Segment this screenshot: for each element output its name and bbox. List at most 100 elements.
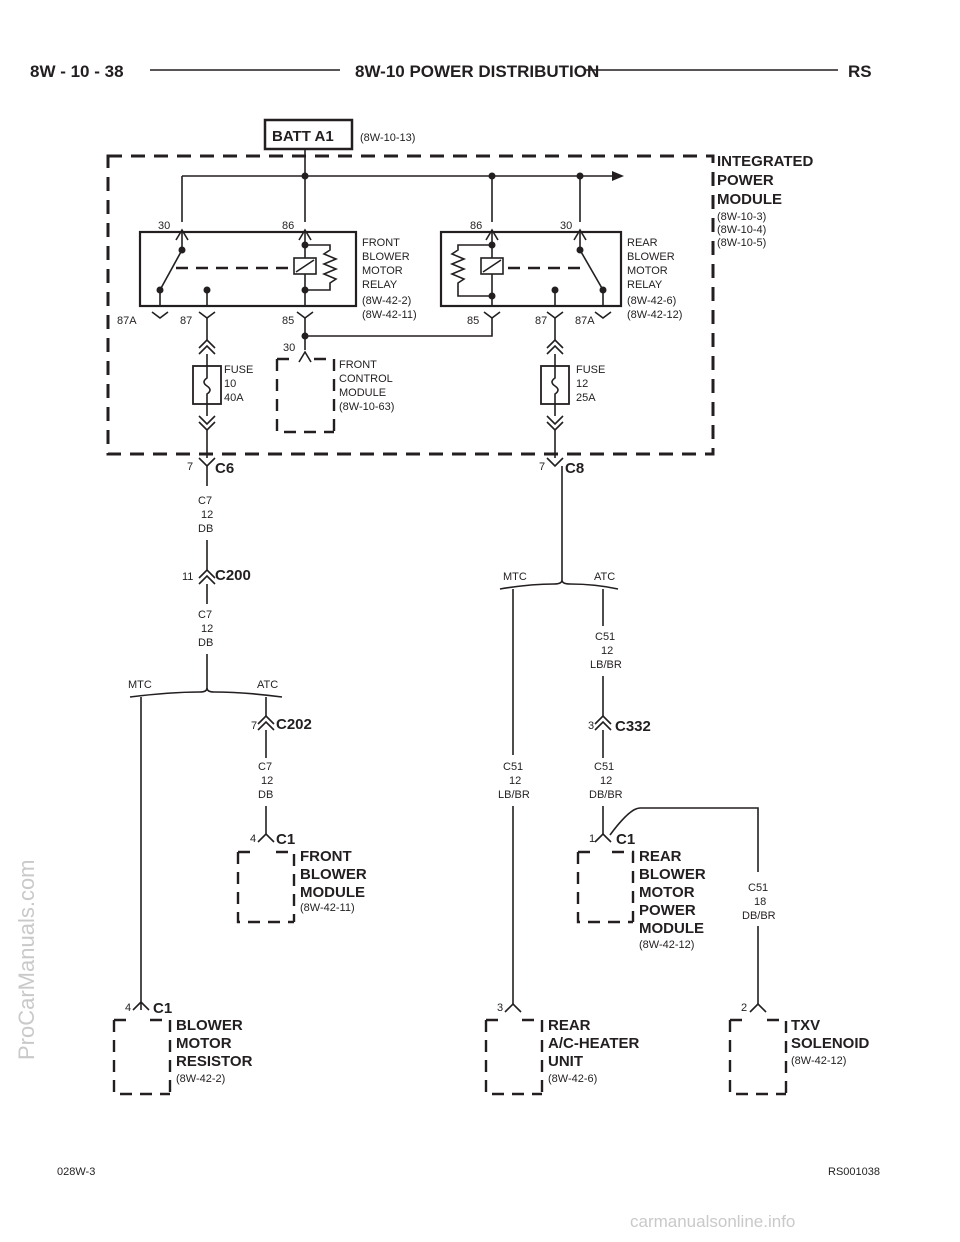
left-split-line	[129, 687, 283, 698]
fcm-label-1: FRONT	[339, 359, 377, 371]
c6-connector: C6	[215, 460, 234, 477]
front-blower-relay: 30 86 87A 87 85 FRONT BLOWER MOTOR RELAY	[117, 220, 417, 327]
wire-c51-b-gauge: 12	[509, 775, 521, 787]
txv-pin: 2	[741, 1002, 747, 1014]
page-title: 8W-10 POWER DISTRIBUTION	[355, 62, 599, 81]
bus-arrow-icon	[612, 171, 624, 181]
heater-label-1: REAR	[548, 1017, 591, 1034]
txv-label-1: TXV	[791, 1017, 820, 1034]
wire-c7-c-circuit: C7	[258, 761, 272, 773]
page-code: 8W - 10 - 38	[30, 62, 124, 81]
right-branch: 7 C8 MTC ATC C51 12 LB/BR 3 C332 C51 12 …	[498, 448, 776, 1013]
fcm-ref: (8W-10-63)	[339, 401, 394, 413]
wire-c51-a-circuit: C51	[595, 631, 615, 643]
fcm-label-2: CONTROL	[339, 373, 393, 385]
rear-relay-pin-30: 30	[560, 220, 572, 232]
ipm-title-2: POWER	[717, 172, 774, 189]
rear-module-ref: (8W-42-12)	[639, 939, 694, 951]
front-relay-label-3: MOTOR	[362, 265, 403, 277]
txv-branch-wire	[609, 807, 759, 872]
wire-c51-d-gauge: 18	[754, 896, 766, 908]
rear-relay-pin-86: 86	[470, 220, 482, 232]
page-header: 8W - 10 - 38 8W-10 POWER DISTRIBUTION RS	[30, 62, 872, 81]
c200-pin: 11	[182, 571, 193, 583]
txv-solenoid: 2 TXV SOLENOID (8W-42-12)	[728, 1002, 870, 1096]
rear-module-connector: C1	[616, 831, 635, 848]
front-relay-pin-87: 87	[180, 315, 192, 327]
front-module-pin: 4	[250, 833, 256, 845]
right-split-atc: ATC	[594, 571, 615, 583]
front-relay-pin-87a: 87A	[117, 315, 137, 327]
rear-relay-pin-87: 87	[535, 315, 547, 327]
wire-c7-b-circuit: C7	[198, 609, 212, 621]
resistor-label-1: BLOWER	[176, 1017, 243, 1034]
bottom-watermark: carmanualsonline.info	[630, 1212, 796, 1231]
front-relay-label-1: FRONT	[362, 237, 400, 249]
rear-module-label-3: MOTOR	[639, 884, 695, 901]
heater-ref: (8W-42-6)	[548, 1073, 597, 1085]
resistor-label-3: RESISTOR	[176, 1053, 253, 1070]
front-relay-pin-85: 85	[282, 315, 294, 327]
c332-connector: C332	[615, 718, 651, 735]
c6-pin: 7	[187, 461, 193, 473]
resistor-ref: (8W-42-2)	[176, 1073, 225, 1085]
left-split-mtc: MTC	[128, 679, 152, 691]
battery-bus	[181, 171, 624, 222]
txv-box	[728, 1018, 788, 1096]
rear-ac-heater-unit: 3 REAR A/C-HEATER UNIT (8W-42-6)	[484, 1002, 640, 1096]
fuse-12-number: 12	[576, 378, 588, 390]
wire-c51-d-color: DB/BR	[742, 910, 776, 922]
relay-ground-link: 30	[283, 318, 493, 363]
rear-relay-label-3: MOTOR	[627, 265, 668, 277]
wire-c51-b-color: LB/BR	[498, 789, 530, 801]
front-relay-ref-1: (8W-42-2)	[362, 295, 411, 307]
front-relay-label-2: BLOWER	[362, 251, 410, 263]
front-module-connector: C1	[276, 831, 295, 848]
wire-c51-a-gauge: 12	[601, 645, 613, 657]
rear-module-label-4: POWER	[639, 902, 696, 919]
wire-c7-a-color: DB	[198, 523, 213, 535]
wire-c51-c-color: DB/BR	[589, 789, 623, 801]
battery-source: BATT A1 (8W-10-13)	[263, 118, 415, 176]
heater-pin: 3	[497, 1002, 503, 1014]
footer-drawing-number: RS001038	[828, 1166, 880, 1178]
wire-c7-a-circuit: C7	[198, 495, 212, 507]
wire-c7-c-color: DB	[258, 789, 273, 801]
front-module-label-2: BLOWER	[300, 866, 367, 883]
front-blower-module: 4 C1 FRONT BLOWER MODULE (8W-42-11)	[236, 831, 367, 924]
ipm-title-3: MODULE	[717, 191, 782, 208]
c8-connector: C8	[565, 460, 584, 477]
fuse-10-label: FUSE	[224, 364, 253, 376]
front-relay-ref-2: (8W-42-11)	[362, 309, 417, 321]
heater-label-3: UNIT	[548, 1053, 583, 1070]
rear-module-box	[576, 850, 635, 924]
resistor-connector: C1	[153, 1000, 172, 1017]
rear-relay-label-2: BLOWER	[627, 251, 675, 263]
front-relay-pin-30: 30	[158, 220, 170, 232]
rear-relay-ref-1: (8W-42-6)	[627, 295, 676, 307]
front-module-box	[236, 850, 296, 924]
resistor-box	[112, 1018, 172, 1096]
side-watermark: ProCarManuals.com	[14, 859, 39, 1060]
blower-motor-resistor: 4 C1 BLOWER MOTOR RESISTOR (8W-42-2)	[112, 1000, 253, 1096]
fuse-12-label: FUSE	[576, 364, 605, 376]
fuse-10: FUSE 10 40A	[192, 318, 253, 448]
model-code: RS	[848, 62, 872, 81]
fcm-label-3: MODULE	[339, 387, 386, 399]
c8-pin: 7	[539, 461, 545, 473]
battery-label: BATT A1	[272, 128, 334, 145]
left-branch: 7 C6 C7 12 DB 11 C200 C7 12 DB MTC ATC 7…	[128, 448, 312, 1010]
front-module-ref: (8W-42-11)	[300, 902, 355, 914]
fcm-pin: 30	[283, 342, 295, 354]
rear-relay-label-4: RELAY	[627, 279, 663, 291]
rear-relay-ref-2: (8W-42-12)	[627, 309, 682, 321]
right-split-mtc: MTC	[503, 571, 527, 583]
rear-blower-power-module: 1 C1 REAR BLOWER MOTOR POWER MODULE (8W-…	[576, 831, 706, 951]
wire-c51-b-circuit: C51	[503, 761, 523, 773]
battery-ref: (8W-10-13)	[360, 132, 415, 144]
rear-relay-pin-87a: 87A	[575, 315, 595, 327]
fuse-12: FUSE 12 25A	[540, 318, 605, 448]
front-module-label-3: MODULE	[300, 884, 365, 901]
left-split-atc: ATC	[257, 679, 278, 691]
